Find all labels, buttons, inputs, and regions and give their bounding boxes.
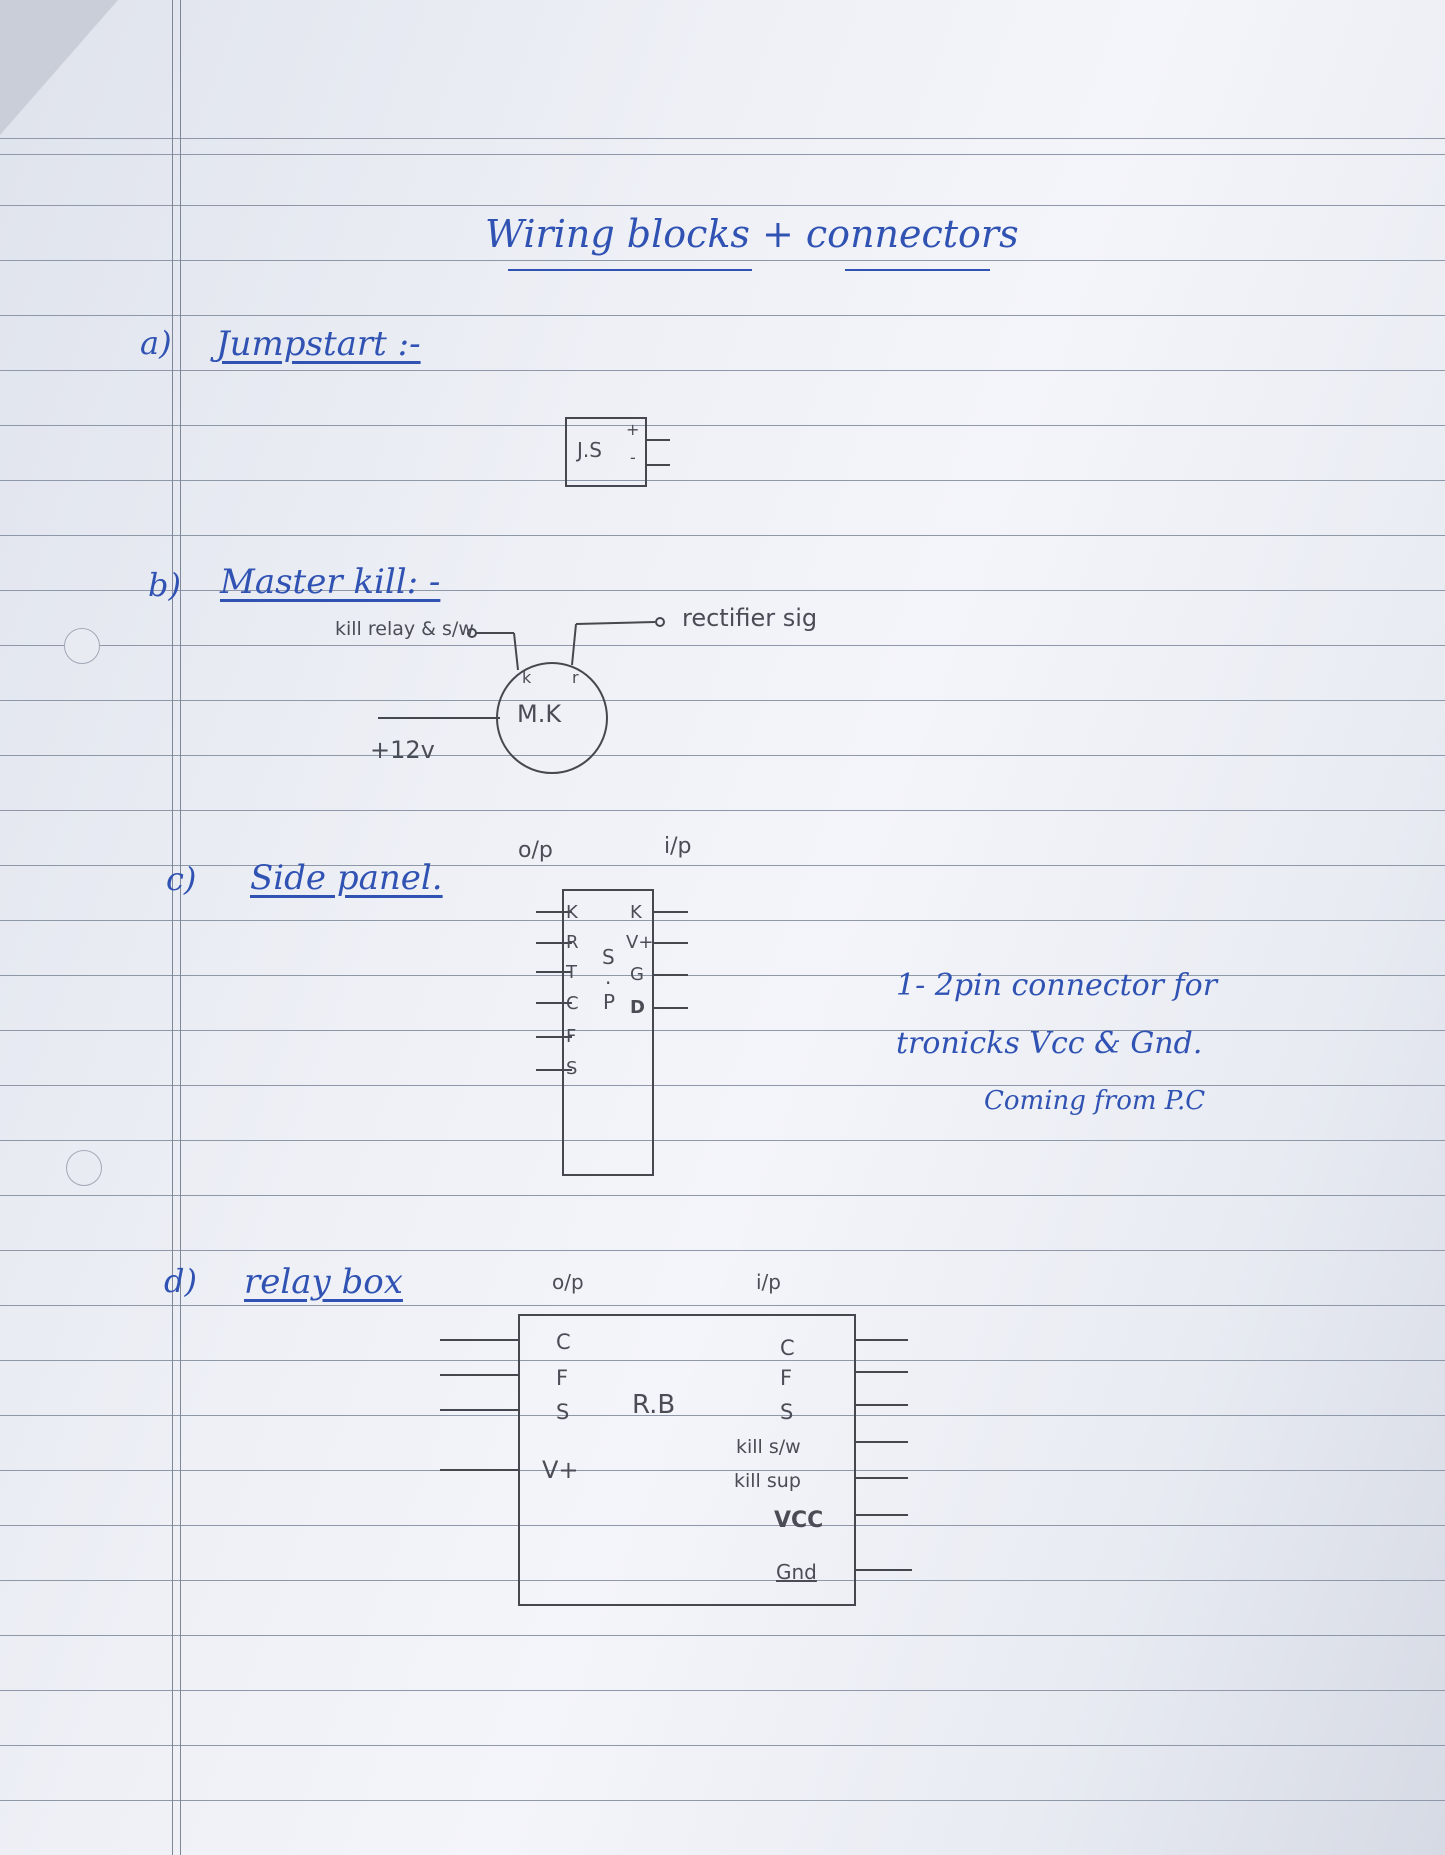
ruled-line (0, 315, 1445, 316)
ruled-line (0, 154, 1445, 155)
ruled-line (0, 1250, 1445, 1251)
ruled-line (0, 205, 1445, 206)
relaybox-left-pin: C (556, 1330, 571, 1354)
ruled-line (0, 138, 1445, 139)
sidepanel-block-letter: P (603, 990, 616, 1014)
relaybox-op-label: o/p (552, 1270, 584, 1294)
sidepanel-diagram (536, 889, 688, 1176)
ruled-line (0, 1470, 1445, 1471)
masterkill-diagram (378, 617, 665, 774)
sidepanel-note-line: Coming from P.C (984, 1086, 1206, 1116)
sidepanel-right-pin: G (630, 964, 644, 985)
sidepanel-right-pin: K (630, 902, 642, 923)
sidepanel-left-pin: K (566, 902, 578, 923)
jumpstart-heading: Jumpstart :- (216, 324, 421, 364)
sidepanel-left-pin: C (566, 993, 579, 1014)
ruled-line (0, 1085, 1445, 1086)
ruled-line (0, 755, 1445, 756)
sidepanel-block-letter: . (605, 965, 612, 989)
ruled-line (0, 865, 1445, 866)
sidepanel-left-pin: R (566, 932, 579, 953)
section-marker-b: b) (148, 566, 181, 604)
masterkill-block-label: M.K (517, 700, 562, 728)
jumpstart-pin-plus: + (626, 420, 640, 439)
sidepanel-heading: Side panel. (250, 858, 443, 898)
section-marker-a: a) (140, 324, 172, 362)
section-marker-c: c) (166, 860, 197, 898)
relaybox-right-pin: VCC (774, 1508, 824, 1533)
ruled-line (0, 1635, 1445, 1636)
masterkill-pin-k: k (522, 668, 532, 687)
binder-hole (64, 628, 100, 664)
ruled-line (0, 920, 1445, 921)
sidepanel-note-line: tronicks Vcc & Gnd. (896, 1026, 1203, 1061)
sidepanel-right-pin: V+ (626, 932, 654, 953)
margin-line (172, 0, 173, 1855)
relaybox-left-pin: F (556, 1366, 569, 1390)
masterkill-rectifier-label: rectifier sig (682, 604, 818, 632)
sidepanel-op-label: o/p (518, 838, 553, 863)
relaybox-block-label: R.B (632, 1390, 676, 1420)
masterkill-heading: Master kill: - (220, 562, 441, 602)
ruled-line (0, 645, 1445, 646)
ruled-line (0, 260, 1445, 261)
ruled-line (0, 480, 1445, 481)
relaybox-diagram (440, 1314, 912, 1606)
margin-line (180, 0, 181, 1855)
ruled-line (0, 1305, 1445, 1306)
ruled-line (0, 975, 1445, 976)
ruled-line (0, 425, 1445, 426)
ruled-line (0, 1690, 1445, 1691)
relaybox-ip-label: i/p (756, 1270, 781, 1294)
ruled-line (0, 1800, 1445, 1801)
jumpstart-block-label: J.S (577, 438, 602, 462)
ruled-line (0, 535, 1445, 536)
relaybox-heading: relay box (244, 1262, 403, 1302)
masterkill-supply-label: +12v (370, 736, 435, 764)
sidepanel-left-pin: F (566, 1026, 577, 1047)
masterkill-kill-label: kill relay & s/w (335, 618, 474, 640)
ruled-line (0, 1195, 1445, 1196)
relaybox-left-pin: V+ (542, 1456, 579, 1484)
sidepanel-right-pin: D (630, 997, 645, 1018)
ruled-line (0, 1140, 1445, 1141)
folded-corner (0, 0, 118, 135)
relaybox-right-pin: S (780, 1400, 794, 1424)
sidepanel-block-letter: S (602, 945, 615, 969)
binder-hole (66, 1150, 102, 1186)
sidepanel-note-line: 1- 2pin connector for (896, 968, 1218, 1003)
relaybox-left-pin: S (556, 1400, 570, 1424)
ruled-line (0, 1415, 1445, 1416)
ruled-line (0, 1580, 1445, 1581)
masterkill-pin-r: r (572, 668, 579, 687)
jumpstart-block (565, 417, 670, 487)
relaybox-right-pin: C (780, 1336, 795, 1360)
ruled-line (0, 700, 1445, 701)
ruled-line (0, 590, 1445, 591)
sidepanel-ip-label: i/p (664, 834, 692, 859)
ruled-line (0, 810, 1445, 811)
ruled-line (0, 370, 1445, 371)
ruled-line (0, 1525, 1445, 1526)
relaybox-right-pin: kill sup (734, 1470, 801, 1492)
sidepanel-left-pin: S (566, 1058, 578, 1079)
sidepanel-left-pin: T (566, 962, 577, 983)
page-title: Wiring blocks + connectors (485, 212, 1019, 256)
ruled-line (0, 1360, 1445, 1361)
relaybox-right-pin: Gnd (776, 1560, 817, 1584)
jumpstart-pin-minus: - (630, 448, 636, 467)
ruled-line (0, 1030, 1445, 1031)
relaybox-right-pin: F (780, 1366, 793, 1390)
ruled-line (0, 1745, 1445, 1746)
relaybox-right-pin: kill s/w (736, 1436, 801, 1458)
section-marker-d: d) (164, 1262, 197, 1300)
